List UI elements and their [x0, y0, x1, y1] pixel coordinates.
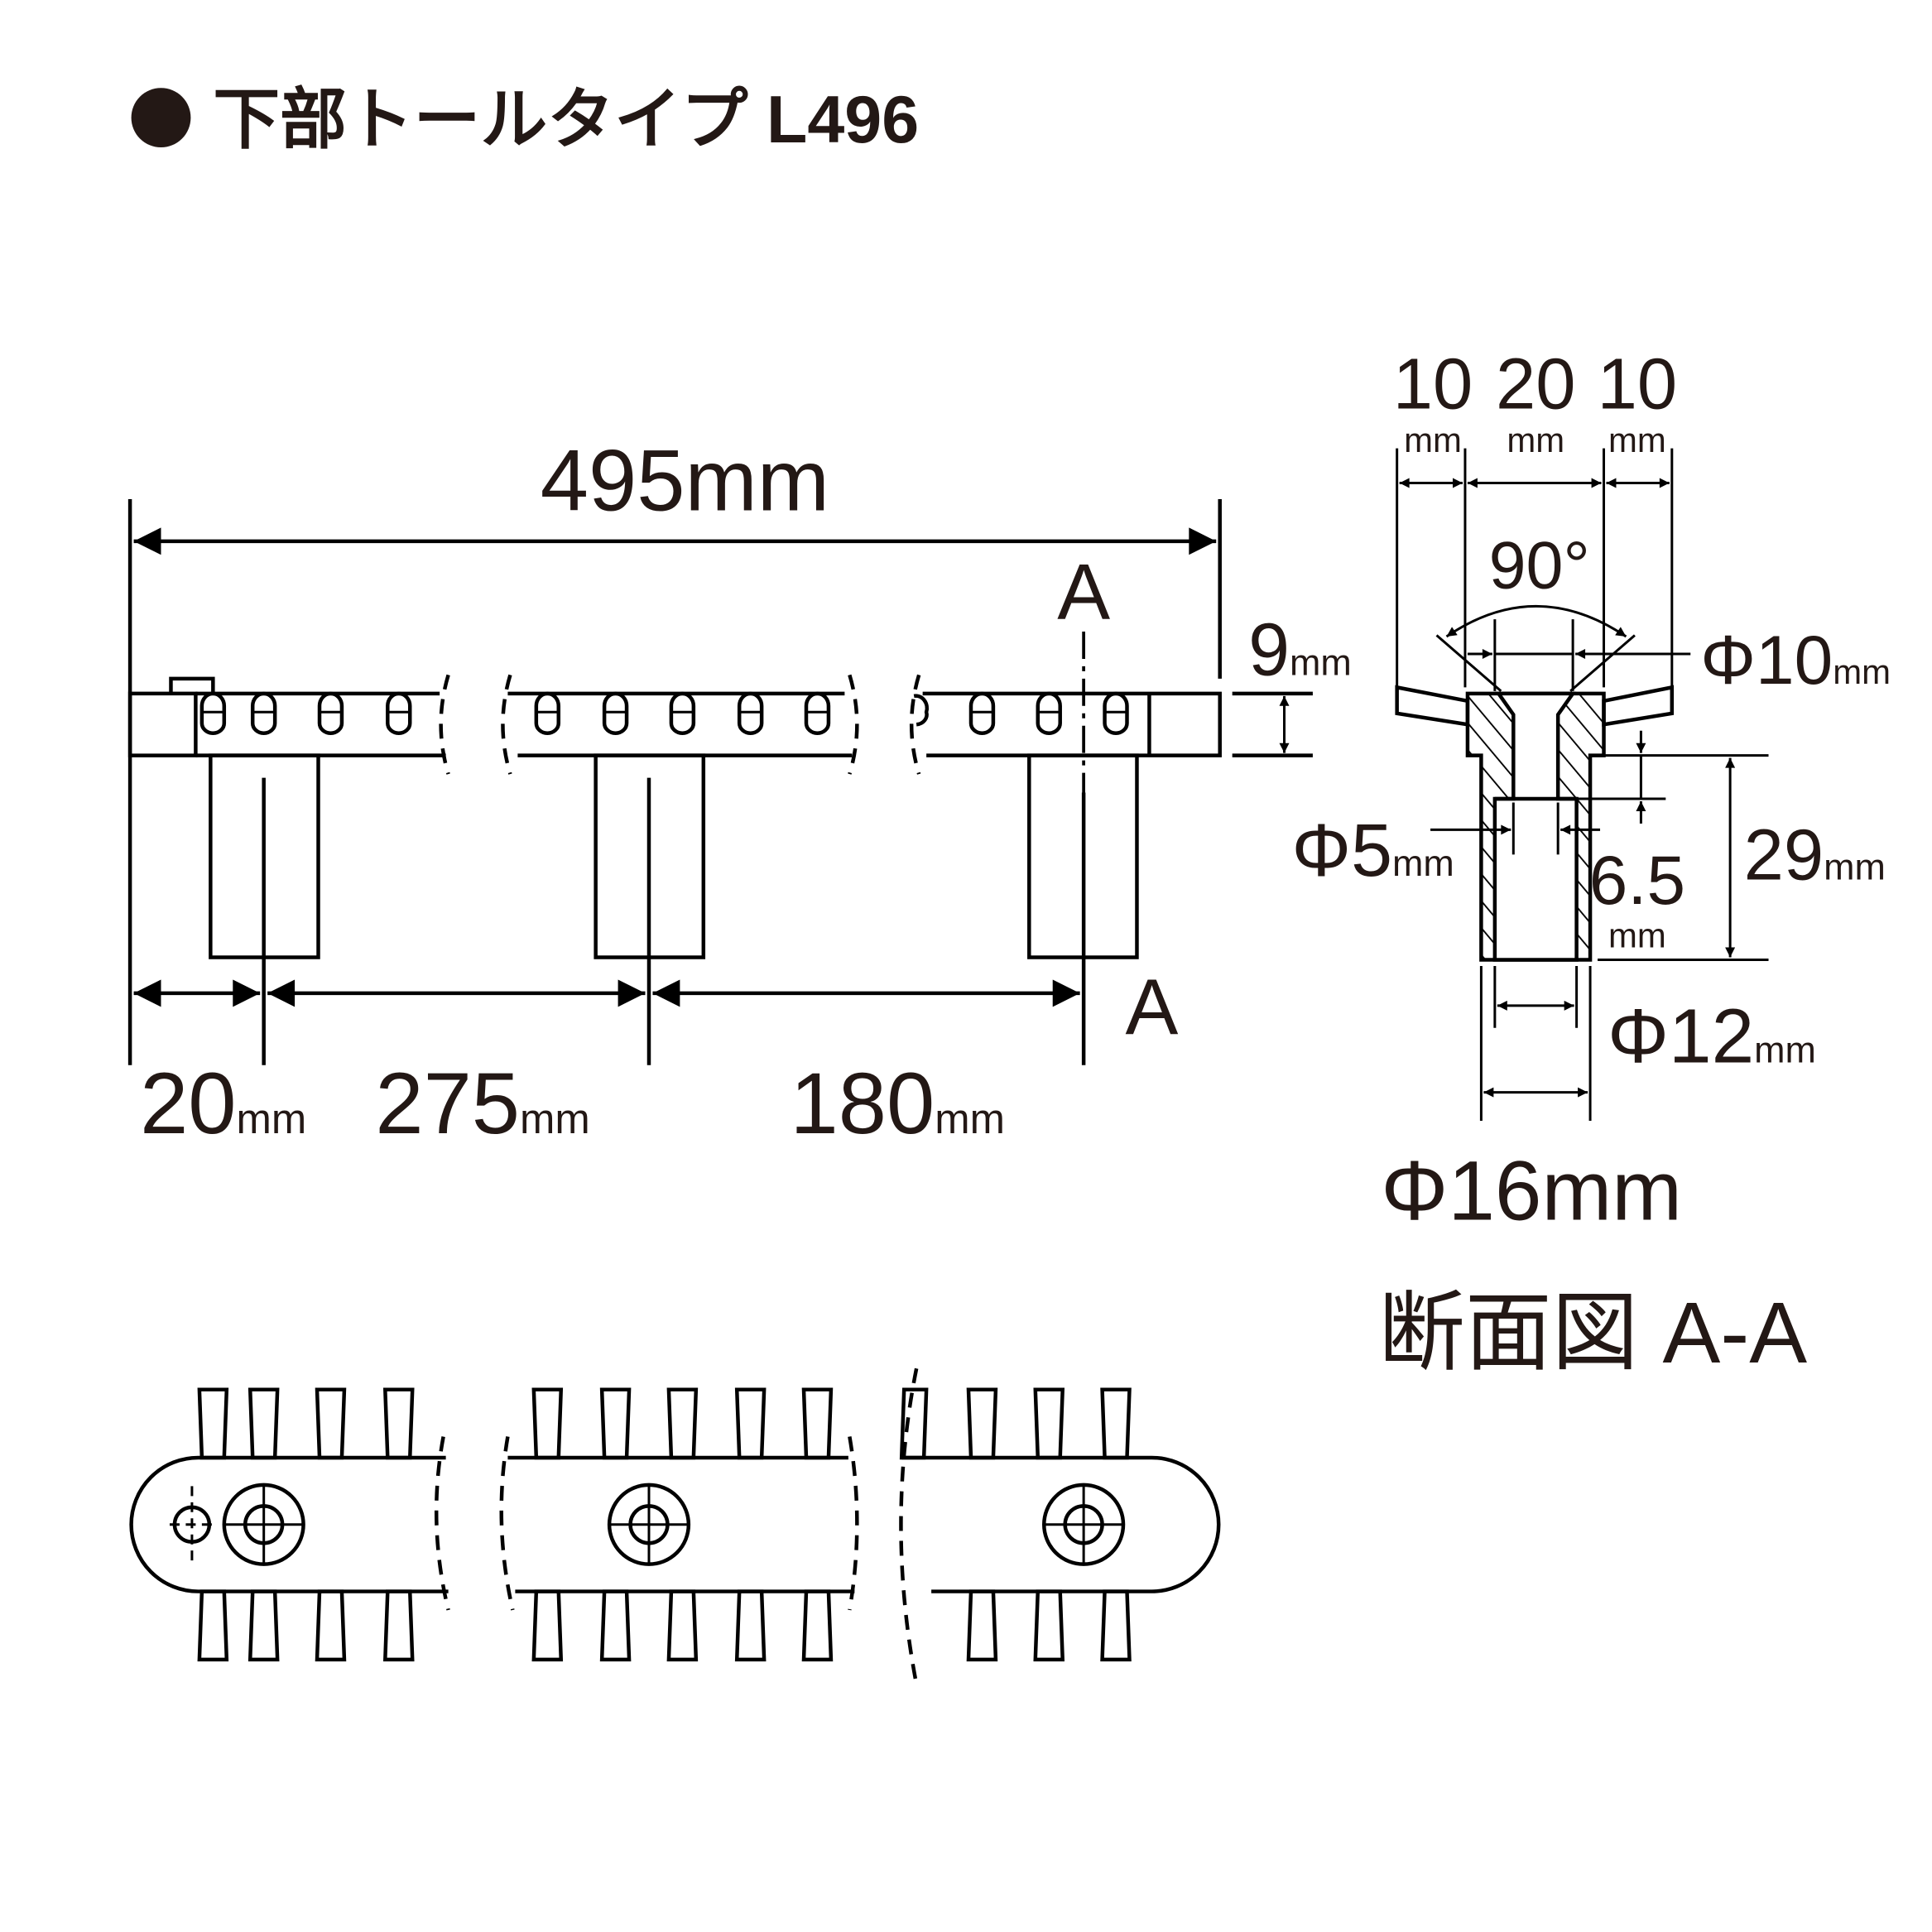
- bristle-knob: [737, 691, 764, 735]
- spacing-label-275: 275mm: [375, 1055, 589, 1152]
- phi12-label: Φ12mm: [1608, 993, 1816, 1079]
- section-label-top: A: [1057, 548, 1110, 637]
- bristle-knob: [1103, 691, 1129, 735]
- title-text: 下部トールタイプ L496: [213, 83, 919, 157]
- bristle-knob: [968, 691, 996, 735]
- bristle-knob: [250, 691, 277, 735]
- depth-label: 6.5: [1589, 841, 1685, 919]
- bristle-knob: [602, 691, 629, 735]
- phi16-label: Φ16mm: [1381, 1144, 1682, 1238]
- overall-length-label: 495mm: [541, 432, 829, 529]
- width-unit: mm: [1507, 421, 1564, 459]
- title: 下部トールタイプ L496: [131, 83, 919, 157]
- base-left-segment: [129, 1455, 449, 1593]
- crosshair: [169, 1486, 214, 1564]
- spacing-label-180: 180mm: [791, 1055, 1005, 1152]
- width-unit: mm: [1608, 421, 1666, 459]
- bristle-top: [382, 1387, 415, 1460]
- bristle-bottom: [382, 1589, 415, 1662]
- section-view: 10 mm 20 mm 10 mm 90° Φ10mm Φ5mm: [1291, 344, 1891, 1382]
- bristle-knobs: [199, 691, 1129, 735]
- spacing-label-20: 20mm: [140, 1055, 306, 1152]
- bristle-top: [531, 1387, 564, 1460]
- front-view: 495mm A A 9mm 20mm 275mm 180mm: [127, 432, 1352, 1152]
- crosshair: [223, 1484, 304, 1564]
- bristle-top: [315, 1387, 347, 1460]
- bottom-view: [129, 1367, 1221, 1685]
- angle-line: [1569, 634, 1636, 692]
- crosshair: [609, 1484, 689, 1564]
- bristle-knob: [534, 691, 561, 735]
- bristle-knob: [317, 691, 344, 735]
- bristle-bottom: [599, 1589, 632, 1662]
- bar-outline: [195, 691, 1222, 757]
- height-label: 9mm: [1248, 608, 1352, 691]
- bristle-knob: [1036, 691, 1062, 735]
- section-caption: 断面図 A-A: [1378, 1285, 1807, 1382]
- bristle-knob: [199, 691, 227, 735]
- bristle-bottom: [197, 1589, 229, 1662]
- wing-right: [1602, 685, 1675, 727]
- phi5-label: Φ5mm: [1291, 810, 1454, 892]
- inner-bore: [1492, 691, 1579, 962]
- break-lines: [435, 1367, 919, 1685]
- bristle-knob: [804, 691, 831, 735]
- base-right-segment: [901, 1455, 1221, 1593]
- bristle-bottom: [531, 1589, 564, 1662]
- bristle-top: [197, 1387, 229, 1460]
- bullet-icon: [131, 88, 191, 148]
- wing-left: [1395, 685, 1470, 727]
- width-label-10: 10: [1393, 344, 1473, 425]
- bristle-bottom: [666, 1589, 699, 1662]
- bristle-knob: [386, 691, 412, 735]
- bristle-top: [1100, 1387, 1132, 1460]
- angle-label: 90°: [1489, 529, 1590, 603]
- bristle-bottom: [315, 1589, 347, 1662]
- bristle-knob-partial: [913, 694, 929, 727]
- angle-arc: [1445, 604, 1627, 638]
- width-label-20: 20: [1496, 344, 1576, 425]
- mounting-holes: [222, 1483, 1126, 1566]
- bristle-top: [599, 1387, 632, 1460]
- section-label-bottom: A: [1125, 963, 1178, 1051]
- end-tab: [169, 676, 215, 694]
- bristle-bottom: [1100, 1589, 1132, 1662]
- break-lines: [439, 674, 921, 775]
- bristle-bottom: [248, 1589, 280, 1662]
- bristle-top: [666, 1387, 699, 1460]
- bristle-top: [801, 1387, 834, 1460]
- bristle-top: [734, 1387, 767, 1460]
- base-middle-segment: [507, 1455, 855, 1593]
- phi10-label: Φ10mm: [1700, 621, 1891, 699]
- bristle-bottom: [1033, 1589, 1065, 1662]
- bristle-top: [248, 1387, 280, 1460]
- depth-unit: mm: [1608, 916, 1666, 955]
- bristle-bottom: [734, 1589, 767, 1662]
- bristle-top: [966, 1387, 998, 1460]
- bar-left-end: [127, 691, 198, 757]
- bristle-bottom: [801, 1589, 834, 1662]
- width-label-10: 10: [1598, 344, 1678, 425]
- width-unit: mm: [1404, 421, 1462, 459]
- height-label: 29mm: [1744, 815, 1886, 895]
- bristle-top: [1033, 1387, 1065, 1460]
- angle-line: [1435, 634, 1502, 692]
- crosshair: [1044, 1484, 1124, 1564]
- bristle-knob: [669, 691, 696, 735]
- bristle-bottom: [966, 1589, 998, 1662]
